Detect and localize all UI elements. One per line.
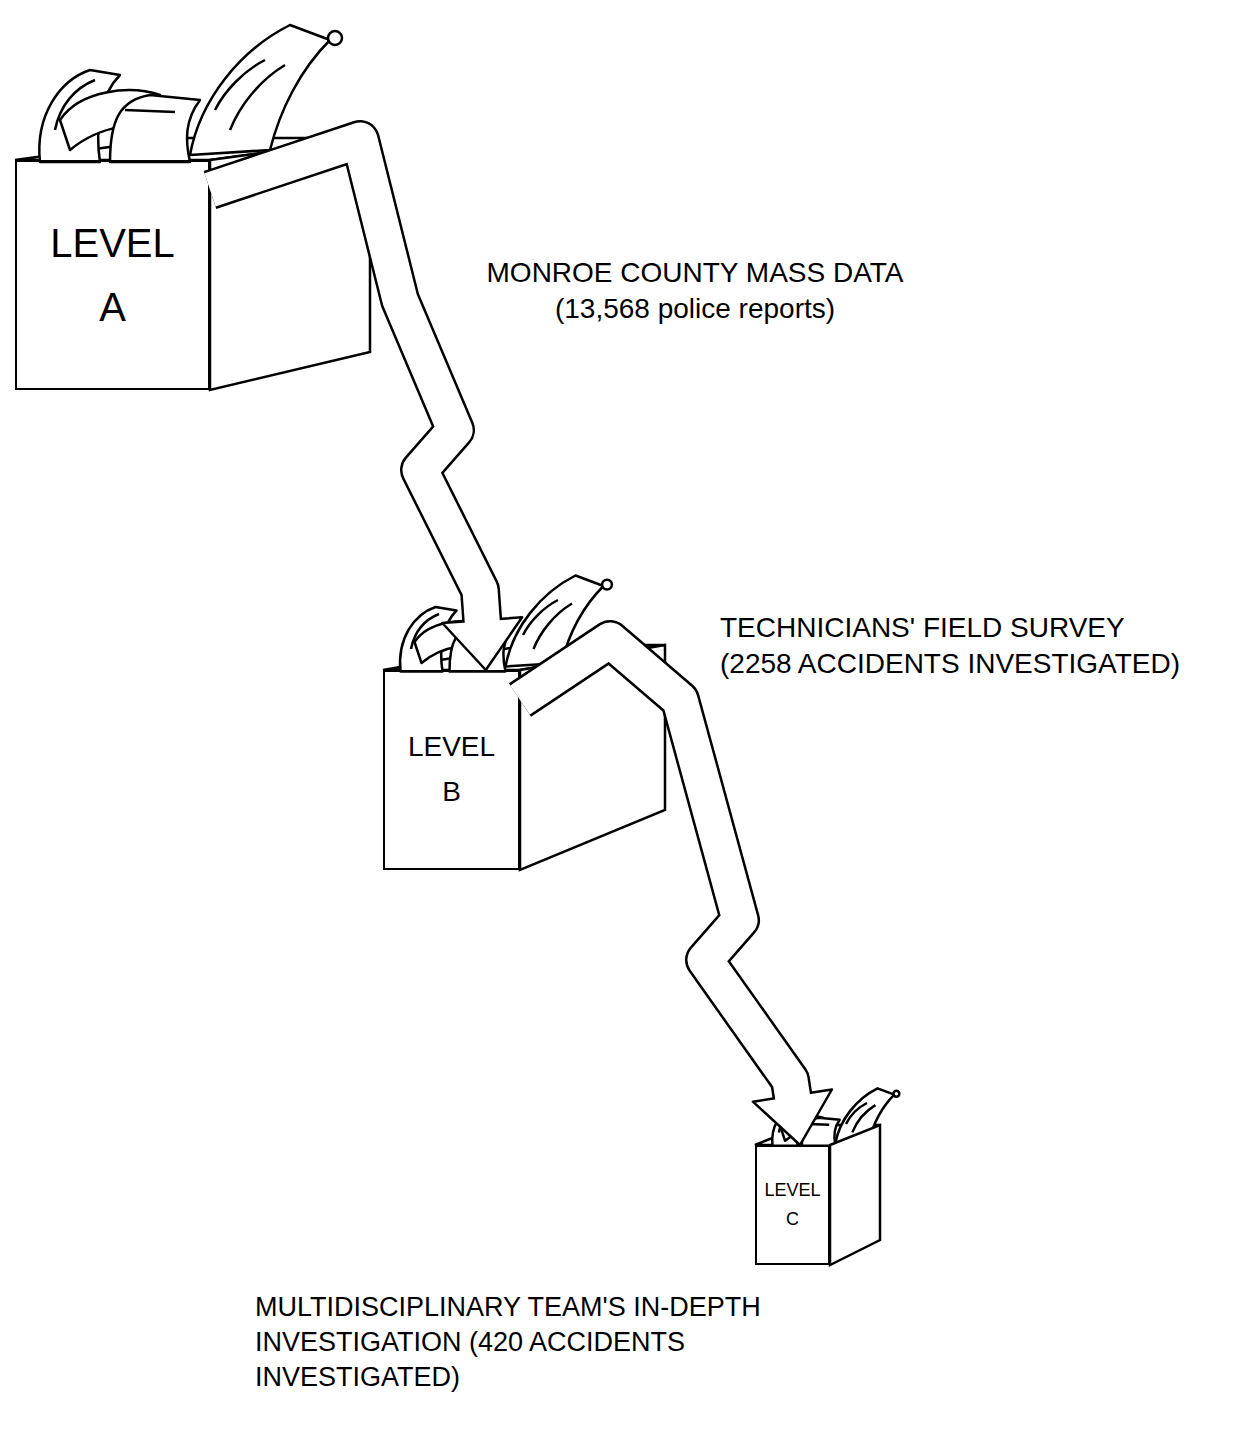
paper-pile <box>400 576 612 672</box>
arrow-label: TECHNICIANS' FIELD SURVEY (2258 ACCIDENT… <box>720 610 1200 683</box>
arrow-body <box>210 140 483 625</box>
box-side <box>210 138 370 390</box>
level-box: LEVEL B <box>383 670 520 870</box>
level-box: LEVEL A <box>15 160 210 390</box>
box-b-drawing <box>383 576 665 871</box>
level-label: LEVEL A <box>43 211 183 339</box>
flow-arrow <box>520 640 832 1145</box>
arrow-head <box>753 1090 832 1146</box>
box-a-drawing <box>15 25 370 390</box>
box-c-drawing <box>755 1088 899 1265</box>
arrow-label: MONROE COUNTY MASS DATA (13,568 police r… <box>445 255 945 328</box>
level-box: LEVEL C <box>755 1145 830 1265</box>
box-side <box>830 1125 880 1265</box>
level-label: LEVEL C <box>762 1176 824 1234</box>
level-description: MULTIDISCIPLINARY TEAM'S IN-DEPTH INVEST… <box>255 1290 775 1395</box>
arrow-body <box>520 640 793 1101</box>
arrow-outline <box>210 140 482 620</box>
flow-arrow <box>210 140 522 670</box>
arrow-outline <box>520 640 792 1096</box>
arrow-head <box>442 617 522 670</box>
level-label: LEVEL B <box>402 725 502 815</box>
paper-pile <box>39 25 342 162</box>
box-side <box>520 645 665 870</box>
